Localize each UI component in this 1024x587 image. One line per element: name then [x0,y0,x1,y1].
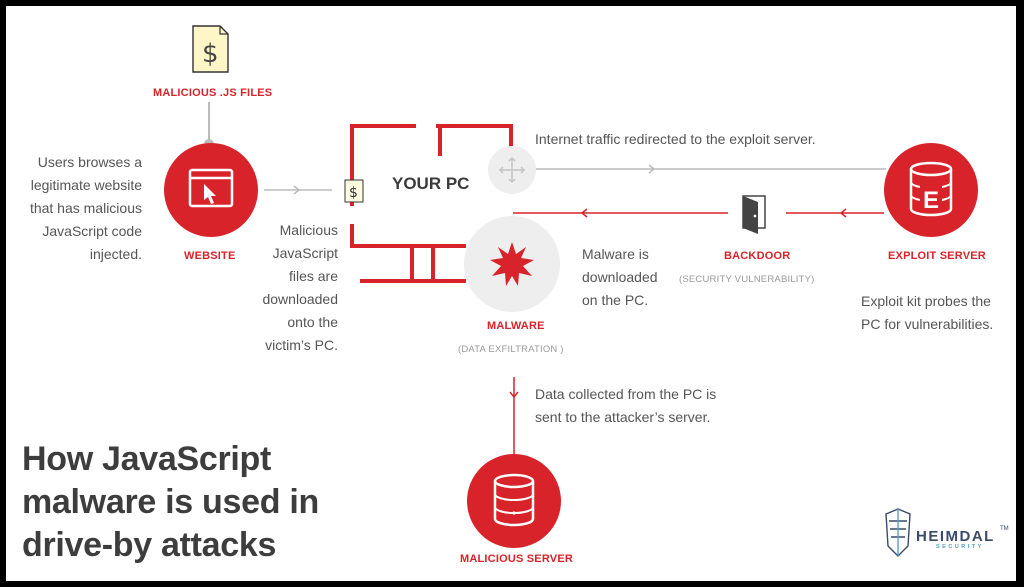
door-icon [742,195,766,234]
annotation-data-collected: Data collected from the PC is sent to th… [535,386,717,425]
malicious-server-circle [467,454,561,548]
your-pc-label: YOUR PC [392,174,470,193]
svg-text:$: $ [349,185,358,201]
annotation-js-downloaded: Malicious JavaScript files are downloade… [262,222,338,353]
backdoor-sublabel: (SECURITY VULNERABILITY) [679,274,815,285]
brand-sub: SECURITY [936,544,984,550]
malware-circle [464,216,560,312]
js-files-label: MALICIOUS .JS FILES [153,87,273,99]
arrow-head [293,185,301,195]
svg-text:E: E [923,187,939,214]
annotation-traffic-redirect: Internet traffic redirected to the explo… [535,131,816,147]
website-label: WEBSITE [184,250,236,262]
website-circle [164,143,258,237]
malware-label: MALWARE [487,320,545,332]
brand-tm: TM [1000,526,1009,532]
backdoor-label: BACKDOOR [724,250,791,262]
brand-name: HEIMDAL [916,528,995,545]
diagram-graphics: $ $ [164,25,978,557]
pc-js-file-icon: $ [344,179,364,203]
diagram-canvas: $ $ [6,6,1016,581]
annotation-users-browse: Users browses a legitimate website that … [29,154,142,262]
exploit-server-circle: E [884,143,978,237]
arrow-head [580,208,588,218]
page-title: How JavaScript malware is used in drive-… [22,440,319,564]
malicious-server-label: MALICIOUS SERVER [460,553,574,565]
arrow-head [648,164,656,174]
svg-text:$: $ [202,39,219,69]
move-arrows-circle [488,146,536,194]
arrow-head [839,208,847,218]
exploit-server-label: EXPLOIT SERVER [888,250,986,262]
malware-sublabel: (DATA EXFILTRATION ) [458,344,564,355]
annotation-exploit-probe: Exploit kit probes the PC for vulnerabil… [861,293,994,332]
annotation-malware-downloaded: Malware is downloaded on the PC. [582,246,658,308]
arrow-head [509,391,519,399]
js-file-icon: $ [192,25,229,73]
heimdal-logo-icon [885,508,911,557]
